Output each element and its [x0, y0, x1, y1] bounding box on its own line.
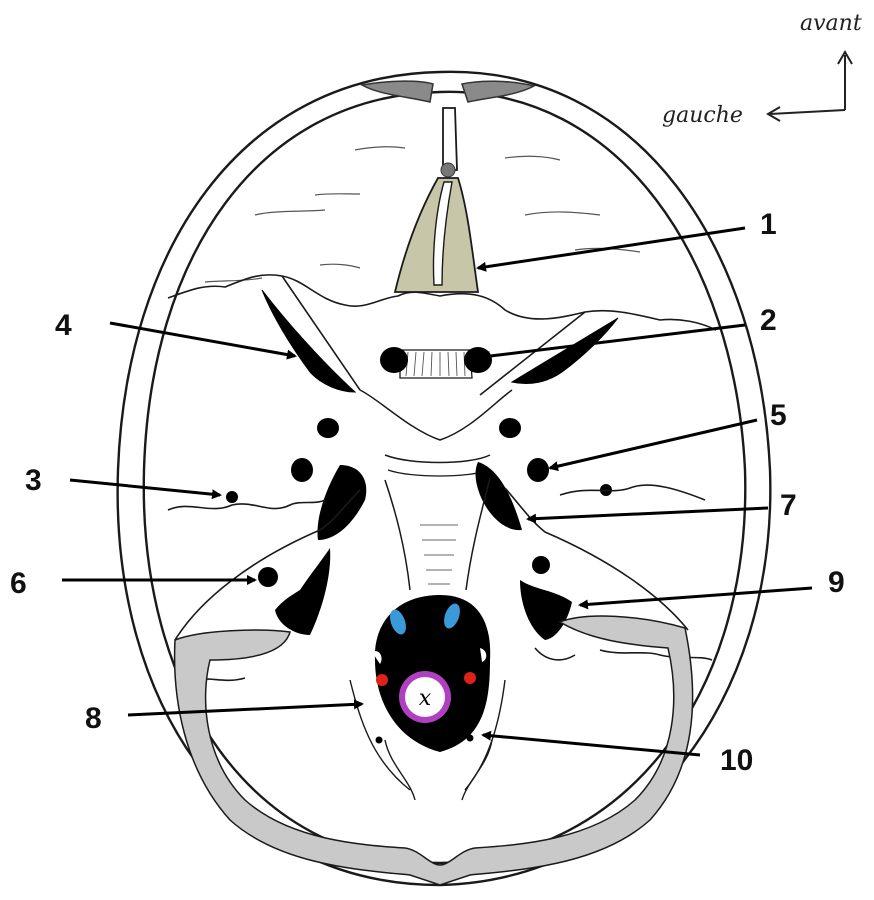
callout-3: 3 [25, 464, 42, 497]
cord-mark: x [419, 686, 432, 711]
arrow-1 [478, 228, 745, 268]
callout-10: 10 [720, 744, 753, 777]
right-vertebral-red [464, 672, 476, 684]
callout-5: 5 [770, 399, 787, 432]
right-optic-canal [464, 347, 492, 373]
arrow-5 [550, 420, 757, 468]
jugular-foramen-right [520, 580, 572, 640]
foramen-lacerum-right [476, 462, 522, 530]
callout-7: 7 [780, 489, 797, 522]
internal-acoustic-meatus-left [258, 567, 278, 587]
left-label: gauche [662, 103, 743, 128]
arrow-3 [70, 480, 220, 495]
foramen-ovale-right [527, 458, 549, 482]
internal-acoustic-meatus-right [532, 556, 550, 574]
left-arrow-icon [768, 107, 845, 121]
arrow-7 [528, 508, 768, 519]
left-fissure [262, 290, 355, 392]
callout-1: 1 [760, 208, 777, 241]
foramen-lacerum-left [317, 465, 366, 540]
orientation-indicator: avant gauche [662, 11, 862, 128]
front-label: avant [800, 11, 862, 36]
front-arrow-icon [838, 52, 852, 110]
sella-region [360, 347, 512, 476]
jugular-foramen-left [275, 548, 330, 635]
clivus [385, 478, 490, 590]
arrow-9 [580, 588, 812, 605]
arrow-2 [482, 325, 745, 357]
crista-galli-region [395, 108, 478, 292]
left-optic-canal [380, 347, 408, 373]
callout-9: 9 [828, 566, 845, 599]
callout-6: 6 [10, 567, 27, 600]
left-vertebral-red [376, 674, 388, 686]
middle-fossa-foramina [226, 418, 612, 587]
foramen-magnum: x [372, 595, 490, 752]
callout-8: 8 [85, 702, 102, 735]
callout-4: 4 [55, 309, 72, 342]
foramen-rotundum-left [317, 418, 339, 438]
foramen-spinosum-left [226, 491, 238, 503]
foramen-ovale-left [291, 458, 313, 482]
callout-2: 2 [760, 304, 777, 337]
foramen-rotundum-right [499, 418, 521, 438]
